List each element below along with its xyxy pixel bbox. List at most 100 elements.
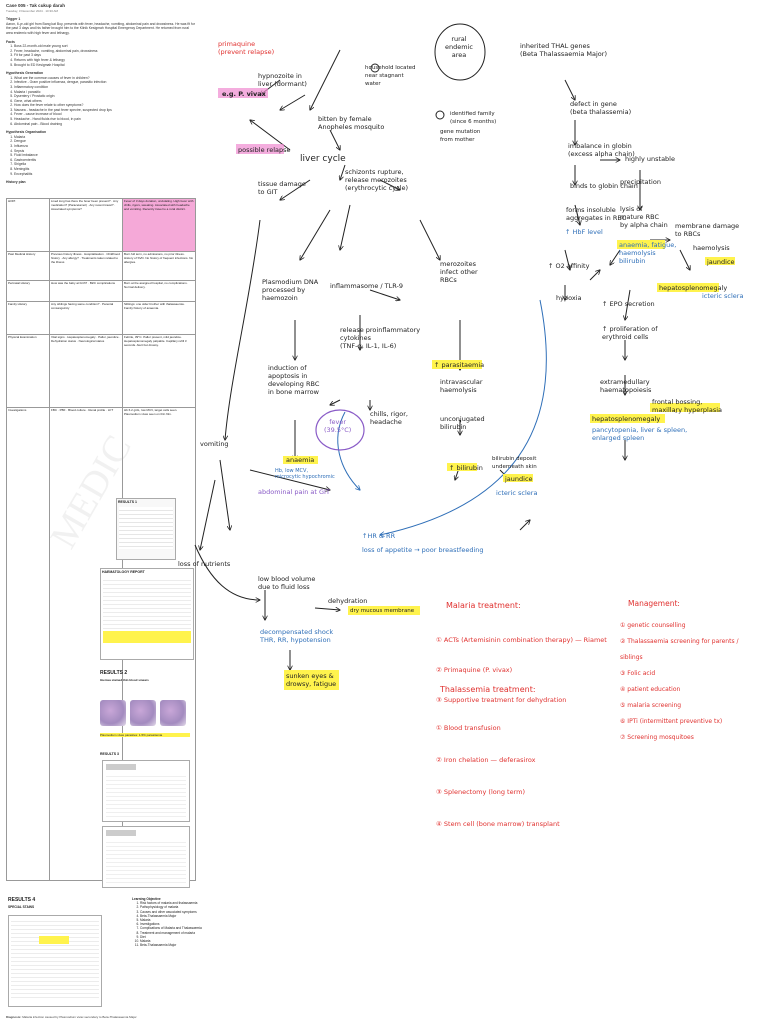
list-item: Infective - Gram positive influenza, den… (14, 80, 196, 85)
learning-objectives: Learning Objective Risk factors of malar… (132, 897, 202, 947)
map-blue-arrows (337, 299, 547, 535)
list-item: Treatment and management of malaria (140, 931, 202, 935)
hyp-org-label: Hypothesis Organisation (6, 130, 47, 135)
trigger-label: Trigger 1 (6, 17, 21, 22)
list-item: Brought to ED Kesigmah Hospital (14, 63, 196, 68)
haematology-label: HAEMATOLOGY REPORT (102, 570, 145, 574)
table-cell: Febrile, 39°C. Pallor present, mild jaun… (122, 334, 196, 408)
list-item: Malaria (14, 135, 196, 140)
haematology-table (103, 577, 191, 629)
haematology-report: HAEMATOLOGY REPORT (100, 568, 194, 660)
anaemia-highlight (283, 456, 318, 464)
list-item: Fluid imbalance (14, 153, 196, 158)
relapse-highlight (236, 144, 284, 154)
case-title: Case 005 - Tak cukup darah (6, 3, 65, 8)
list-item: Investigations (140, 922, 202, 926)
investigation-findings: Hb 6.2 g/dL, low MCV, target cells seen.… (124, 408, 178, 416)
pvivax-highlight (218, 88, 268, 98)
results-1-label: RESULTS 1 (118, 500, 137, 504)
extramedullary-highlight (590, 414, 665, 423)
diagnosis: Diagnosis: Malaria infection caused by P… (6, 1015, 406, 1019)
table-cell: Previous history illness · Hospitalisati… (49, 251, 123, 281)
hepatosplenomegaly-highlight (657, 283, 719, 292)
rural-area-circle (434, 23, 486, 81)
results-2-caption: Giemsa stained thin blood smears (100, 678, 149, 682)
dry-mucous-highlight (348, 606, 420, 615)
diagnosis-text: Malaria infection caused by Plasmodium v… (22, 1015, 137, 1019)
results-1-table (119, 507, 173, 549)
list-item: Inflammatory condition (14, 85, 196, 90)
list-item: Pathophysiology of malaria (140, 905, 202, 909)
hyp-org-list: Malaria Dengue Influenza Sepsis Fluid im… (6, 135, 196, 176)
list-item: Fit for past 3 days (14, 53, 196, 58)
table-cell: Investigations (6, 407, 50, 881)
trigger-text: Aaron, 6-yr-old girl from Bang kat Boy, … (6, 21, 195, 35)
list-item: Beta-Thalassaemia Major (140, 943, 202, 947)
results-4-highlight (39, 936, 69, 944)
results-4-table (8, 915, 102, 1007)
results-4-sub: SPECIAL STAINS (8, 905, 35, 909)
results-3-report-a (102, 760, 190, 822)
list-item: Boss 22-month-old male young sort (14, 44, 196, 49)
anaemia2-highlight (617, 240, 665, 249)
list-item: Fever, headache, vomiting, abdominal pai… (14, 49, 196, 54)
list-item: Nausea - headache in the past fever spec… (14, 108, 196, 113)
sunken-highlight (284, 670, 339, 690)
questions-list: How does the fever relate to other sympt… (6, 103, 196, 126)
table-row: Family History Any siblings having same … (6, 301, 196, 335)
list-item: Malaria / parasitic (14, 90, 196, 95)
list-item: Diet (140, 935, 202, 939)
list-item: How does the fever relate to other sympt… (14, 103, 196, 108)
learning-label: Learning Objective (132, 897, 161, 901)
results-4-label: RESULTS 4 (8, 897, 36, 903)
list-item: Complications of Malaria and Thalassaemi… (140, 926, 202, 930)
case-subtitle: Tuesday, 3 December 2024 · 10:30 AM (6, 8, 59, 13)
list-item: Influenza (14, 144, 196, 149)
report-logo (106, 764, 136, 770)
table-cell: Vital signs · Hepatosplenomegaly · Pallo… (49, 334, 123, 408)
results-2-note: Plasmodium vivax parasites: 1-5% parasit… (100, 733, 190, 737)
list-item: Sepsis (14, 149, 196, 154)
list-item: Abdominal pain - Blood draining (14, 122, 196, 127)
list-item: Fever - cause increase of blood (14, 112, 196, 117)
list-item: Malaria (140, 918, 202, 922)
list-item: Meningitis (14, 167, 196, 172)
list-item: Risk factors of malaria and thalassaemia (140, 901, 202, 905)
parasitemia-highlight (432, 360, 482, 369)
diagnosis-label: Diagnosis: (6, 1015, 22, 1019)
list-item: Headache - Hand fluids rise to blood, in… (14, 117, 196, 122)
list-item: Gene, what others (14, 99, 196, 104)
results-3-report-b (102, 826, 190, 888)
list-item: Shigella (14, 162, 196, 167)
list-item: Causes and other associated symptoms (140, 910, 202, 914)
list-item: Dysentery / Prostatic origin (14, 94, 196, 99)
list-item: Returns with high fever & lethargy (14, 58, 196, 63)
list-item: Gastroenteritis (14, 158, 196, 163)
list-item: Encephalitis (14, 172, 196, 177)
table-cell: Lived long has there the fever been pres… (49, 198, 123, 252)
report-logo (106, 830, 136, 836)
facts-list: Boss 22-month-old male young sort Fever,… (6, 44, 196, 67)
list-item: Malaria (140, 939, 202, 943)
history-label: History plan (6, 180, 26, 185)
facts-label: Facts (6, 39, 15, 44)
list-item: What are the common causes of fever in c… (14, 76, 196, 81)
haematology-highlight (103, 631, 191, 643)
report-body (106, 773, 186, 817)
results-4-rows (11, 918, 99, 998)
jaundice2-highlight (705, 257, 735, 265)
results-3-label: RESULTS 3 (100, 752, 119, 756)
table-cell: Siblings: one older brother with thalass… (122, 301, 196, 335)
table-cell: Fever of 3 days duration, undulating. Hi… (122, 198, 196, 252)
jaundice-highlight (503, 474, 533, 482)
bullet-circle (435, 110, 445, 120)
hypothesis-list: What are the common causes of fever in c… (6, 76, 196, 104)
smear-image-1 (100, 700, 126, 726)
frontal-highlight (650, 403, 720, 412)
results-2-label: RESULTS 2 (100, 670, 128, 676)
results-1-panel: RESULTS 1 (116, 498, 176, 560)
bilirubin-highlight (447, 463, 477, 471)
report-body (106, 839, 186, 883)
fever-circle (315, 409, 365, 451)
